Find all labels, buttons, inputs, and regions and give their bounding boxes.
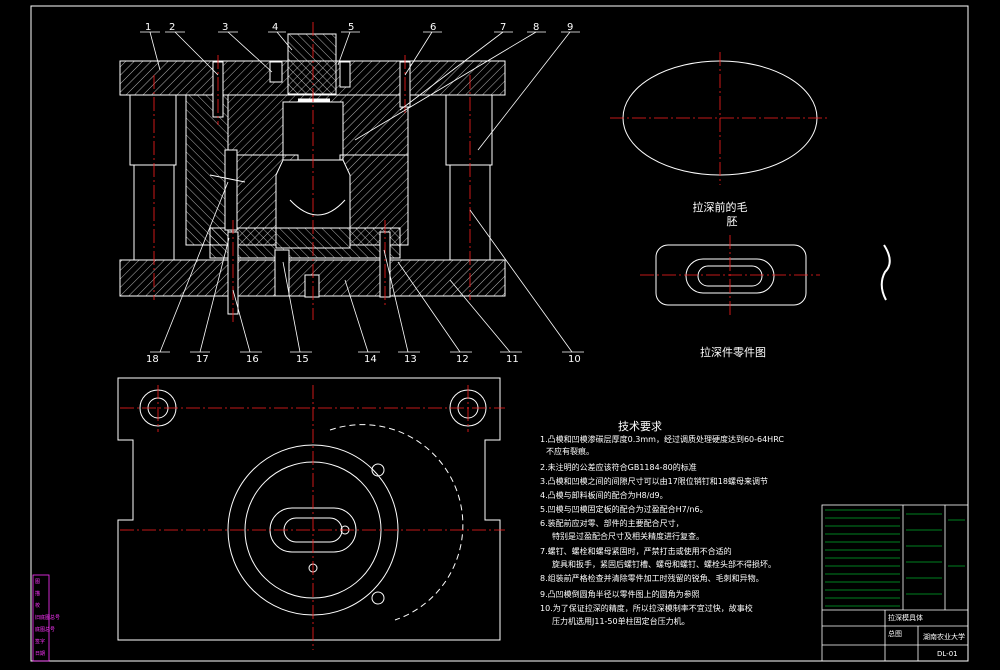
title-block: [821, 504, 969, 662]
callout-14: 14: [364, 354, 377, 365]
tech-note: 5.凹模与凹模固定板的配合为过盈配合H7/n6。: [540, 504, 708, 514]
tech-note: 1.凸模和凹模渗碳层厚度0.3mm，经过调质处理硬度达到60-64HRC: [540, 434, 784, 444]
side-table-label: 图: [35, 579, 40, 585]
callout-8: 8: [533, 22, 539, 33]
tech-note: 特别是过盈配合尺寸及相关精度进行复查。: [552, 531, 704, 541]
technical-requirements: 技术要求 1.凸模和凹模渗碳层厚度0.3mm，经过调质处理硬度达到60-64HR…: [540, 420, 784, 626]
callout-4: 4: [272, 22, 278, 33]
part-callouts: 1 2 3 4 5 6 7 8 9 10 11 12 13 14 15 16 1…: [145, 22, 581, 365]
callout-12: 12: [456, 354, 469, 365]
drawing-name: 拉深模具体: [888, 613, 923, 622]
tech-note: 压力机选用J11-50单柱固定台压力机。: [552, 616, 690, 626]
callout-16: 16: [246, 354, 259, 365]
callout-13: 13: [404, 354, 417, 365]
side-table-label: 签字: [35, 638, 45, 645]
side-table-label: 日期: [35, 651, 45, 657]
parts-list-lines: [825, 509, 965, 607]
callout-10: 10: [568, 354, 581, 365]
centerlines-front: [153, 22, 471, 322]
tech-note: 旋具和扳手，紧固后螺钉槽、螺母和螺钉、螺栓头部不得损坏。: [552, 559, 776, 569]
blank-caption-line2: 胚: [727, 215, 738, 228]
drawing-sub-name: 总图: [888, 629, 902, 638]
part-view: 拉深件零件图: [655, 244, 891, 359]
callout-2: 2: [169, 22, 175, 33]
drawing-number: DL-01: [937, 650, 958, 658]
tech-note: 2.未注明的公差应该符合GB1184-80的标准: [540, 462, 697, 472]
title-block-text: 拉深模具体 总图 湖南农业大学 DL-01: [888, 613, 965, 658]
tech-title: 技术要求: [618, 420, 662, 433]
leader-lines: [140, 31, 584, 353]
callout-11: 11: [506, 354, 519, 365]
plan-view: [117, 377, 501, 641]
callout-9: 9: [567, 22, 573, 33]
blank-caption-line1: 拉深前的毛: [693, 200, 748, 214]
callout-3: 3: [222, 22, 228, 33]
tech-note: 不应有裂痕。: [546, 446, 594, 456]
drawing-border: [30, 5, 969, 662]
side-table-label: 底图总号: [35, 626, 55, 633]
callout-1: 1: [145, 22, 151, 33]
centerlines-plan: [120, 385, 505, 650]
tech-note: 4.凸模与卸料板间的配合为H8/d9。: [540, 490, 668, 500]
callout-15: 15: [296, 354, 309, 365]
front-section-view: [119, 33, 506, 315]
side-table-label: 旧底图总号: [35, 614, 60, 621]
centerlines-part: [640, 235, 820, 315]
callout-18: 18: [146, 354, 159, 365]
tech-note: 8.组装前严格检查并清除零件加工时残留的锐角、毛刺和异物。: [540, 573, 764, 583]
callout-5: 5: [348, 22, 354, 33]
callout-6: 6: [430, 22, 436, 33]
tech-note: 7.螺钉、螺栓和螺母紧固时，严禁打击或使用不合适的: [540, 546, 732, 556]
blank-view: 拉深前的毛 胚: [610, 52, 830, 228]
tech-note: 10.为了保证拉深的精度，所以拉深模制率不宜过快，故事校: [540, 603, 753, 613]
side-table-label: 校: [35, 602, 40, 609]
tech-note: 6.装配前应对零、部件的主要配合尺寸，: [540, 518, 684, 528]
side-table-label: 描: [35, 590, 40, 597]
side-table: 图 描 校 旧底图总号 底图总号 签字 日期: [32, 574, 60, 662]
part-caption: 拉深件零件图: [700, 345, 766, 359]
die-shank: [287, 33, 337, 95]
callout-17: 17: [196, 354, 209, 365]
callout-7: 7: [500, 22, 506, 33]
tech-note: 9.凸凹模倒圆角半径以零件图上的圆角为参照: [540, 589, 700, 599]
school-name: 湖南农业大学: [923, 632, 965, 641]
tech-note: 3.凸模和凹模之间的间隙尺寸可以由17限位销钉和18螺母来调节: [540, 476, 768, 486]
